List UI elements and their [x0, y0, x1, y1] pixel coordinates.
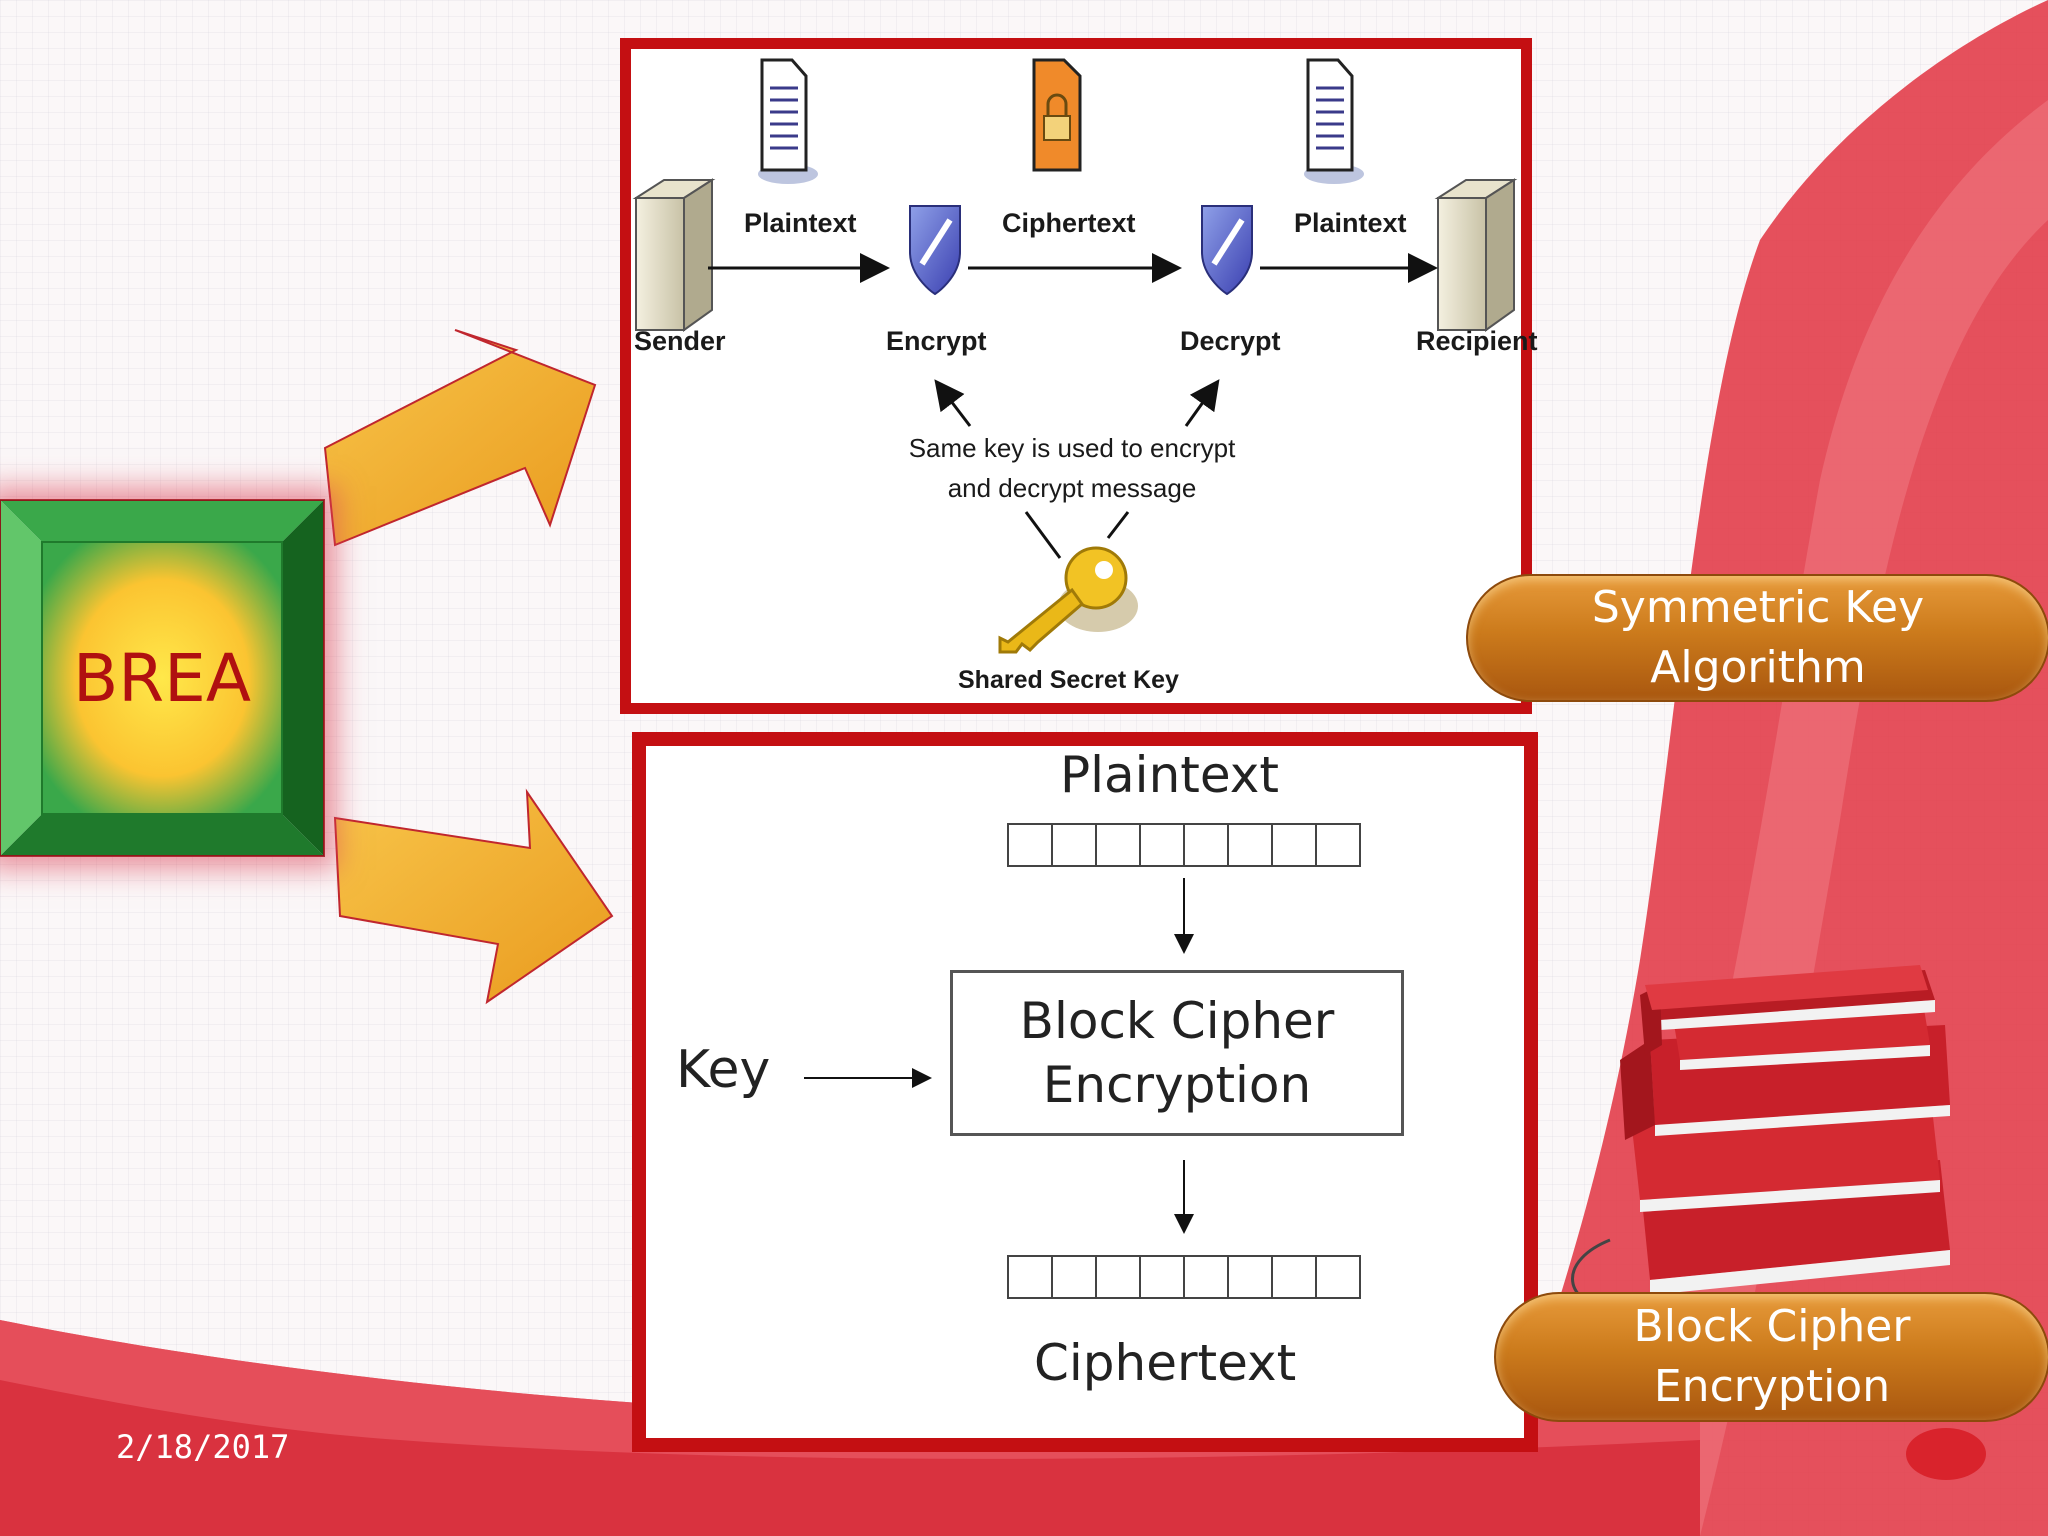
sender-server-icon — [632, 178, 716, 332]
block-cipher-callout-line2: Encryption — [1653, 1361, 1891, 1412]
brea-box — [0, 499, 325, 857]
line-key-left — [1024, 511, 1062, 559]
block-cipher-diagram — [804, 823, 1361, 1299]
ciphertext-block-cell — [1183, 1255, 1229, 1299]
locked-document-icon — [1032, 58, 1082, 172]
ciphertext-block-cells — [1007, 1255, 1361, 1299]
key-label: Key — [676, 1040, 771, 1100]
plaintext-document-icon — [758, 58, 818, 184]
ciphertext-block-cell — [1007, 1255, 1053, 1299]
node-label-decrypt: Decrypt — [1180, 326, 1281, 356]
decrypt-shield-icon — [1201, 205, 1253, 296]
plaintext-block-cell — [1227, 823, 1273, 867]
ciphertext-block-cell — [1227, 1255, 1273, 1299]
block-cipher-callout-line1: Block Cipher — [1633, 1301, 1911, 1352]
node-label-recipient: Recipient — [1416, 326, 1538, 356]
block-cipher-box-line2: Encryption — [1042, 1056, 1312, 1114]
node-label-encrypt: Encrypt — [886, 326, 987, 356]
plaintext-block-cells — [1007, 823, 1361, 867]
arrow-key-to-decrypt — [1184, 379, 1220, 427]
plaintext-block-cell — [1051, 823, 1097, 867]
shared-key-note-line1: Same key is used to encrypt — [908, 433, 1236, 463]
arrow-key-to-encrypt — [934, 379, 972, 427]
symmetric-key-callout: Symmetric Key Algorithm — [1466, 574, 2048, 702]
encrypt-shield-icon — [909, 205, 961, 296]
symmetric-key-callout-line2: Algorithm — [1650, 642, 1866, 693]
books-illustration — [1571, 965, 1986, 1480]
plaintext-block-cell — [1271, 823, 1317, 867]
recipient-server-icon — [1434, 178, 1518, 332]
edge-label-plaintext-out: Plaintext — [1294, 208, 1407, 238]
ciphertext-block-cell — [1095, 1255, 1141, 1299]
ciphertext-block-cell — [1051, 1255, 1097, 1299]
plaintext-block-cell — [1007, 823, 1053, 867]
plaintext-block-cell — [1315, 823, 1361, 867]
arrow-to-block-diagram — [333, 788, 614, 1005]
plaintext-label: Plaintext — [1060, 746, 1279, 804]
symmetric-key-callout-line1: Symmetric Key — [1591, 582, 1925, 633]
plaintext-block-cell — [1095, 823, 1141, 867]
plaintext-block-cell — [1183, 823, 1229, 867]
symmetric-key-diagram — [632, 58, 1518, 654]
block-cipher-box-line1: Block Cipher — [1019, 992, 1335, 1050]
slide-date: 2/18/2017 — [116, 1428, 290, 1466]
block-cipher-callout: Block Cipher Encryption — [1494, 1292, 2048, 1422]
ciphertext-block-cell — [1139, 1255, 1185, 1299]
shared-secret-key-label: Shared Secret Key — [958, 666, 1179, 694]
edge-label-plaintext-in: Plaintext — [744, 208, 857, 238]
plaintext-document-icon — [1304, 58, 1364, 184]
brea-label: BREA — [73, 639, 251, 717]
node-label-sender: Sender — [634, 326, 726, 356]
ciphertext-block-cell — [1315, 1255, 1361, 1299]
shared-key-note-line2: and decrypt message — [947, 473, 1197, 503]
ciphertext-block-cell — [1271, 1255, 1317, 1299]
arrow-to-symmetric-diagram — [323, 329, 597, 547]
block-cipher-box: Block Cipher Encryption — [950, 970, 1404, 1136]
shared-key-icon — [998, 546, 1138, 654]
ciphertext-label: Ciphertext — [1034, 1334, 1297, 1392]
plaintext-block-cell — [1139, 823, 1185, 867]
line-key-right — [1106, 511, 1130, 539]
edge-label-ciphertext: Ciphertext — [1002, 208, 1136, 238]
